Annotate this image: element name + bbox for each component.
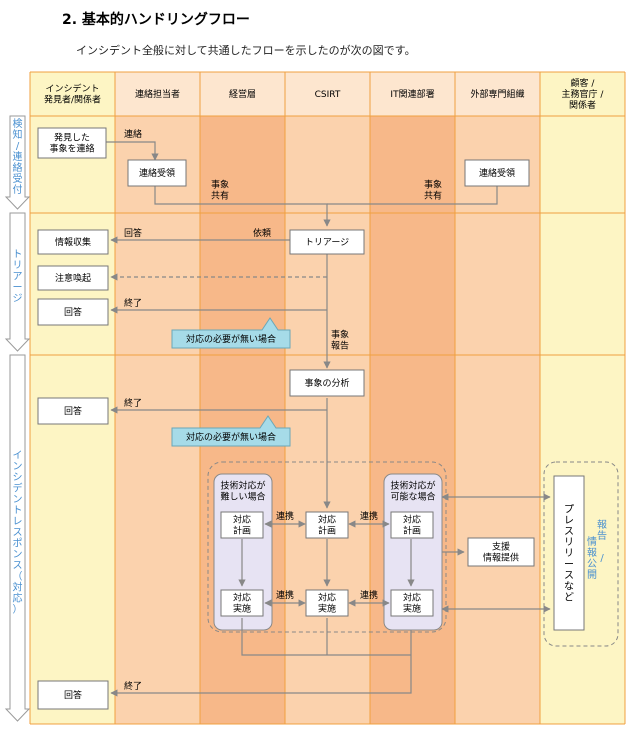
callout-t2 <box>171 415 291 447</box>
box-b_recv1 <box>127 159 187 187</box>
box-b_ans2 <box>37 397 109 425</box>
box-text-b_info: 情報収集 <box>55 236 91 248</box>
phase-arrow-p1 <box>4 115 31 210</box>
box-text-b_analysis: 事象の分析 <box>304 377 349 389</box>
flow-exec-end3 <box>110 630 412 697</box>
label-l_end2: 終了 <box>124 397 142 409</box>
box-text-b_support: 支援情報提供 <box>483 541 519 564</box>
flow-recv1-to-triage <box>154 186 331 227</box>
box-b_plan_c <box>305 511 349 539</box>
box-text-b_press: プレスリリースなど <box>564 504 574 604</box>
box-b_ans3 <box>37 680 109 710</box>
flow-exec-join <box>241 618 411 656</box>
phase-arrow-p3 <box>4 354 31 722</box>
box-b_analysis <box>289 369 365 397</box>
label-l_end1: 終了 <box>124 297 142 309</box>
box-text-b_plan_c: 対応計画 <box>318 514 336 537</box>
label-l_share_r: 事象共有 <box>424 179 442 202</box>
box-b_plan_r <box>390 511 434 539</box>
box-b_info <box>37 229 109 255</box>
side-label-part: 報告 / <box>597 519 607 564</box>
column-header-c4: CSIRT <box>315 90 341 100</box>
phase-label-p1: 検知/連絡受付 <box>13 117 23 196</box>
phase-label-p3: インシデントレスポンス（対応） <box>13 451 23 616</box>
box-b_support <box>467 537 535 567</box>
flow-recv2-to-triage <box>327 186 498 205</box>
label-l_renraku: 連絡 <box>124 128 142 140</box>
column-header-bg-c2 <box>115 72 200 116</box>
label-l_share_l: 事象共有 <box>211 179 229 202</box>
label-l_report: 事象報告 <box>331 329 349 352</box>
label-l_link2: 連携 <box>360 510 378 522</box>
column-header-bg-c6 <box>455 72 540 116</box>
box-text-b_ans2: 回答 <box>64 405 82 417</box>
box-text-b_discover: 発見した事象を連絡 <box>49 132 94 155</box>
column-header-c2: 連絡担当者 <box>135 88 180 100</box>
box-text-b_recv1: 連絡受領 <box>139 167 175 179</box>
column-header-c3: 経営層 <box>229 88 256 100</box>
box-text-b_ans3: 回答 <box>64 689 82 701</box>
phase-arrow-p2 <box>4 212 31 352</box>
column-header-bg-c4 <box>285 72 370 116</box>
label-l_link3: 連携 <box>276 589 294 601</box>
box-b_exec_l <box>220 589 264 617</box>
label-l_link4: 連携 <box>360 589 378 601</box>
box-text-b_exec_c: 対応実施 <box>318 592 336 615</box>
column-header-c1: インシデント発見者/関係者 <box>44 83 101 106</box>
box-b_press <box>553 475 585 631</box>
group-label-g_left: 技術対応が難しい場合 <box>220 480 265 503</box>
box-text-b_triage: トリアージ <box>305 238 349 248</box>
side-label-part: 情報公開 <box>587 535 597 581</box>
phase-label-p2: トリアージ <box>13 250 23 305</box>
group-label-g_right: 技術対応が可能な場合 <box>390 480 435 503</box>
box-text-b_recv2: 連絡受領 <box>479 167 515 179</box>
box-b_recv2 <box>464 159 530 187</box>
report-frame <box>543 461 619 647</box>
box-b_alert <box>37 265 109 291</box>
column-header-c7: 顧客 /主務官庁 /関係者 <box>562 77 605 111</box>
box-text-b_ans1: 回答 <box>64 306 82 318</box>
intro-text: インシデント全般に対して共通したフローを示したのが次の図です。 <box>76 44 416 57</box>
box-text-b_plan_r: 対応計画 <box>403 514 421 537</box>
label-l_end3: 終了 <box>124 680 142 692</box>
box-b_discover <box>37 127 107 159</box>
box-b_exec_r <box>390 589 434 617</box>
box-b_ans1 <box>37 298 109 326</box>
column-header-c6: 外部専門組織 <box>470 88 524 100</box>
column-header-bg-c1 <box>30 72 115 116</box>
box-b_triage <box>289 229 365 255</box>
callout-t1 <box>171 317 291 349</box>
box-text-b_alert: 注意喚起 <box>55 272 91 284</box>
callout-text-t1: 対応の必要が無い場合 <box>186 333 276 345</box>
column-header-bg-c3 <box>200 72 285 116</box>
box-b_plan_l <box>220 511 264 539</box>
page-heading: 2. 基本的ハンドリングフロー <box>62 12 250 28</box>
column-header-bg-c7 <box>540 72 625 116</box>
box-text-b_exec_l: 対応実施 <box>233 592 251 615</box>
callout-text-t2: 対応の必要が無い場合 <box>186 431 276 443</box>
column-header-bg-c5 <box>370 72 455 116</box>
label-l_kaitou: 回答 <box>124 227 142 239</box>
box-text-b_exec_r: 対応実施 <box>403 592 421 615</box>
box-text-b_plan_l: 対応計画 <box>233 514 251 537</box>
label-l_irai: 依頼 <box>253 227 271 239</box>
label-l_link1: 連携 <box>276 510 294 522</box>
box-b_exec_c <box>305 589 349 617</box>
column-header-c5: IT関連部署 <box>390 88 434 100</box>
